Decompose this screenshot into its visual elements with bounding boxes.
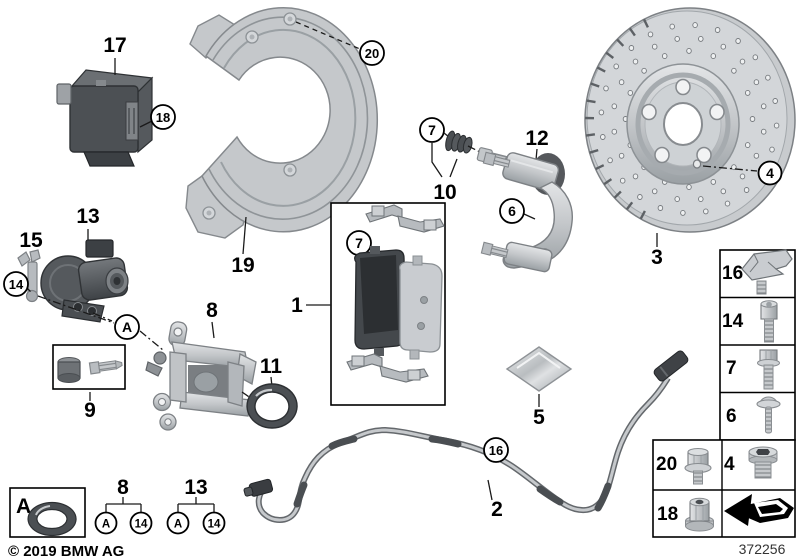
callout-label-pads[interactable]: 1 xyxy=(291,294,303,317)
svg-text:A: A xyxy=(122,319,132,335)
guide-pin-boot xyxy=(445,130,473,154)
table-cell-arrow[interactable] xyxy=(724,494,794,526)
callout-label-bracket[interactable]: 15 xyxy=(19,229,43,252)
svg-text:14: 14 xyxy=(722,311,744,332)
callout-label-carrier[interactable]: 12 xyxy=(525,127,548,150)
svg-text:6: 6 xyxy=(508,203,516,219)
control-module: 17 18 xyxy=(56,34,176,167)
svg-text:16: 16 xyxy=(722,263,743,284)
callout-circle-cable-clip[interactable]: 16 xyxy=(483,437,509,463)
legend-ref-circle[interactable]: A xyxy=(166,511,190,535)
callout-label-module[interactable]: 17 xyxy=(103,34,126,57)
table-cell-14[interactable]: 14 xyxy=(722,300,778,343)
splash-shield: 19 20 xyxy=(185,7,385,277)
svg-text:20: 20 xyxy=(656,454,677,475)
legend-seal-label: A xyxy=(16,495,31,518)
svg-text:7: 7 xyxy=(726,358,737,379)
table-cell-20[interactable]: 20 xyxy=(656,448,712,485)
svg-text:7: 7 xyxy=(428,122,436,138)
svg-text:14: 14 xyxy=(9,277,24,292)
copyright-text: © 2019 BMW AG xyxy=(8,543,124,560)
svg-text:18: 18 xyxy=(657,504,678,525)
retaining-clip-icon xyxy=(741,249,793,295)
disc-vent-slots xyxy=(584,18,649,220)
direction-arrow-icon xyxy=(724,494,794,526)
legend: A 8 A 14 13 A xyxy=(9,476,226,538)
table-cell-4[interactable]: 4 xyxy=(724,446,778,479)
brake-disc: 3 4 xyxy=(584,7,796,269)
carrier-lower-pin xyxy=(480,241,509,259)
callout-circle-boot[interactable]: 7 xyxy=(419,117,450,143)
legend-group-13: 13 A 14 xyxy=(166,476,226,535)
callout-label-sensor[interactable]: 2 xyxy=(491,498,503,521)
svg-text:4: 4 xyxy=(724,454,735,475)
hex-flange-bolt-icon xyxy=(757,349,780,390)
wear-sensor-cable: 16 2 xyxy=(243,350,689,523)
brake-caliper: 8 xyxy=(145,299,257,431)
sensor-connector xyxy=(653,350,689,382)
legend-ref-circle[interactable]: 14 xyxy=(129,511,153,535)
bleeder-repair-kit: 9 xyxy=(52,344,126,422)
svg-text:6: 6 xyxy=(726,406,737,427)
callout-label-disc[interactable]: 3 xyxy=(651,246,663,269)
pad-retaining-clips-bottom xyxy=(346,353,429,383)
caliper-carrier: 12 6 xyxy=(480,127,573,273)
callout-label-caliper[interactable]: 8 xyxy=(206,299,218,322)
brake-pad-inner xyxy=(354,246,407,356)
pad-retaining-clips-top xyxy=(365,204,445,233)
svg-text:16: 16 xyxy=(489,443,503,458)
washer-screw-icon xyxy=(756,396,781,434)
svg-text:14: 14 xyxy=(135,519,148,531)
svg-text:18: 18 xyxy=(156,110,170,125)
svg-text:14: 14 xyxy=(208,519,221,531)
fastener-table: 16 14 7 xyxy=(652,249,796,538)
hex-washer-bolt-icon xyxy=(684,448,712,485)
callout-circle-shield-bolt[interactable]: 20 xyxy=(295,21,385,66)
svg-text:4: 4 xyxy=(766,165,774,181)
grease-packet: 5 xyxy=(505,346,573,429)
legend-part-8[interactable]: 8 xyxy=(117,476,129,499)
svg-text:7: 7 xyxy=(355,235,363,251)
brake-pad-kit: 1 7 xyxy=(291,202,446,406)
callout-circle-pad-clip[interactable]: 7 xyxy=(346,230,372,256)
shield-mount-holes xyxy=(202,12,297,220)
sensor-head xyxy=(243,478,274,497)
socket-plug-screw-icon xyxy=(748,446,778,479)
callout-circle-torx-screw[interactable]: 14 xyxy=(3,271,32,297)
callout-circle-nut[interactable]: 18 xyxy=(139,104,176,130)
svg-text:20: 20 xyxy=(365,46,379,61)
o-ring-icon xyxy=(27,501,77,537)
legend-seal-box: A xyxy=(9,487,86,538)
diagram-number: 372256 xyxy=(739,541,786,557)
brake-pad-outer xyxy=(398,255,443,360)
callout-label-guide-kit[interactable]: 10 xyxy=(433,181,456,204)
table-cell-7[interactable]: 7 xyxy=(726,349,780,390)
collar-nut-icon xyxy=(684,497,715,532)
seal-ring: 11 xyxy=(241,355,298,429)
callout-label-actuator[interactable]: 13 xyxy=(76,205,99,228)
callout-label-shield[interactable]: 19 xyxy=(231,254,254,277)
legend-ref-circle[interactable]: A xyxy=(94,511,118,535)
table-cell-6[interactable]: 6 xyxy=(726,396,781,434)
callout-label-grease[interactable]: 5 xyxy=(533,406,545,429)
parking-brake-actuator: 13 xyxy=(40,205,129,323)
legend-part-13[interactable]: 13 xyxy=(184,476,207,499)
svg-text:A: A xyxy=(102,519,110,531)
actuator-bracket: 15 14 xyxy=(3,229,43,303)
callout-circle-guide-bolt[interactable]: 6 xyxy=(499,198,536,224)
carrier-upper-pin xyxy=(482,151,511,168)
svg-text:A: A xyxy=(174,519,182,531)
table-cell-18[interactable]: 18 xyxy=(657,497,715,532)
callout-label-seal-ring[interactable]: 11 xyxy=(260,355,283,378)
callout-circle-disc-set-screw[interactable]: 4 xyxy=(702,160,783,186)
table-cell-16[interactable]: 16 xyxy=(722,249,793,295)
callout-circle-seal-a[interactable]: A xyxy=(37,295,164,351)
callout-label-repair-kit[interactable]: 9 xyxy=(84,399,96,422)
socket-head-bolt-icon xyxy=(760,300,778,343)
legend-group-8: 8 A 14 xyxy=(94,476,153,535)
legend-ref-circle[interactable]: 14 xyxy=(202,511,226,535)
